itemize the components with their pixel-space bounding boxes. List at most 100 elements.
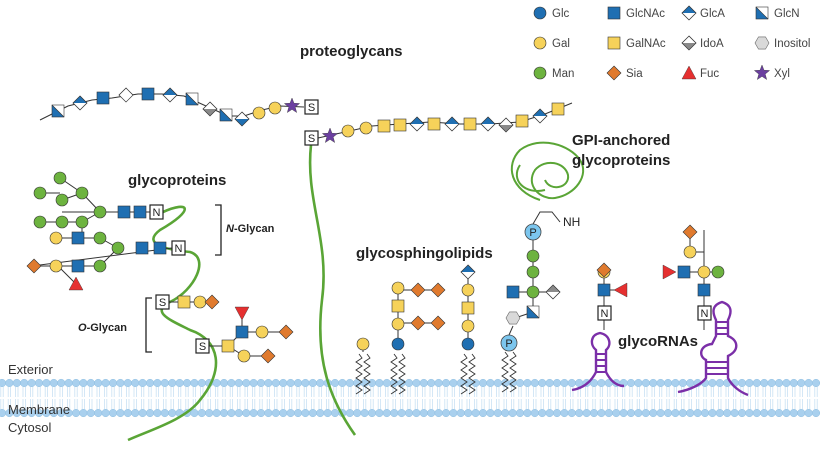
label-glycoproteins: glycoproteins bbox=[128, 172, 226, 189]
lipid-head-inner bbox=[782, 408, 791, 418]
svg-text:N: N bbox=[701, 308, 709, 320]
o-glycan-2-sia bbox=[260, 348, 276, 364]
gag-lower-residue bbox=[393, 118, 407, 132]
lipid-head-outer bbox=[649, 378, 658, 388]
lipid-head-inner bbox=[471, 408, 480, 418]
lipid-head-outer bbox=[345, 378, 354, 388]
lipid-head-inner bbox=[308, 408, 317, 418]
lipid-head-outer bbox=[493, 378, 502, 388]
label-glycosphingolipids: glycosphingolipids bbox=[356, 245, 493, 262]
lipid-head-outer bbox=[427, 378, 436, 388]
label-nh: NH bbox=[563, 215, 580, 229]
legend-man-icon bbox=[533, 66, 547, 80]
legend-label-xyl: Xyl bbox=[774, 68, 790, 80]
o-glycan-1-sia bbox=[204, 294, 220, 310]
lipid-head-outer bbox=[12, 378, 21, 388]
legend: Glc GlcNAc GlcA GlcN Gal GalNAc IdoA Ino… bbox=[552, 8, 810, 80]
lipid-head-outer bbox=[293, 378, 303, 388]
o-glycan-2-galnac bbox=[221, 339, 235, 353]
gsl-3-galnac bbox=[461, 301, 475, 315]
lipid-head-outer bbox=[116, 378, 125, 388]
svg-text:N: N bbox=[175, 243, 183, 255]
lipid-head-outer bbox=[804, 378, 813, 388]
n-glycan-1-glcnac bbox=[117, 205, 131, 219]
legend-label-galnac: GalNAc bbox=[626, 38, 666, 50]
lipid-head-outer bbox=[123, 378, 132, 388]
lipid-head-inner bbox=[271, 408, 280, 418]
lipid-head-inner bbox=[153, 408, 162, 418]
rna-2-gal bbox=[697, 265, 711, 279]
gpi-protein bbox=[510, 141, 585, 201]
gsl-2-sia bbox=[430, 315, 446, 331]
lipid-head-inner bbox=[397, 408, 406, 418]
lipid-head-outer bbox=[71, 378, 81, 388]
lipid-head-outer bbox=[530, 378, 539, 388]
lipid-head-inner bbox=[227, 408, 236, 418]
glycan-residues bbox=[26, 5, 771, 364]
gsl-2-glc bbox=[391, 337, 405, 351]
lipid-head-inner bbox=[108, 408, 118, 418]
lipid-head-inner bbox=[730, 408, 739, 418]
svg-text:S: S bbox=[199, 341, 206, 353]
gag-lower-residue bbox=[359, 121, 373, 135]
o-glycan-2-gal bbox=[237, 349, 251, 363]
lipid-head-inner bbox=[390, 408, 399, 418]
gpi-glcn bbox=[526, 305, 540, 319]
lipid-head-inner bbox=[323, 408, 332, 418]
lipid-head-inner bbox=[530, 408, 539, 418]
label-membrane: Membrane bbox=[8, 402, 70, 417]
gsl-1-gal bbox=[356, 337, 370, 351]
lipid-head-outer bbox=[64, 378, 73, 388]
gag-upper-residue bbox=[118, 87, 134, 103]
lipid-head-inner bbox=[345, 408, 354, 418]
lipid-head-inner bbox=[249, 408, 258, 418]
lipid-head-inner bbox=[797, 408, 806, 418]
legend-label-glcn: GlcN bbox=[774, 8, 800, 20]
legend-fuc-icon bbox=[681, 65, 697, 80]
o-glycan-2-fuc bbox=[234, 306, 250, 321]
gag-lower-residue bbox=[409, 116, 425, 132]
asparagine-box-glycan-2: N bbox=[171, 240, 186, 256]
lipid-head-inner bbox=[0, 408, 7, 418]
lipid-head-inner bbox=[404, 408, 414, 418]
lipid-head-inner bbox=[301, 408, 310, 418]
legend-glcn-icon bbox=[755, 6, 769, 20]
gag-lower-residue bbox=[480, 116, 496, 132]
label-o-glycan: O-Glycan bbox=[78, 322, 127, 334]
lipid-head-outer bbox=[715, 378, 724, 388]
lipid-head-outer bbox=[567, 378, 576, 388]
lipid-head-inner bbox=[649, 408, 658, 418]
lipid-head-outer bbox=[708, 378, 717, 388]
gsl-2-gal bbox=[391, 317, 405, 331]
legend-label-inositol: Inositol bbox=[774, 38, 810, 50]
gsl-2-lipid bbox=[390, 353, 406, 395]
legend-idoa-icon bbox=[681, 35, 697, 51]
lipid-head-inner bbox=[501, 408, 510, 418]
svg-text:P: P bbox=[505, 338, 512, 350]
gpi-man bbox=[526, 285, 540, 299]
rna-2-fuc bbox=[662, 264, 677, 280]
lipid-head-outer bbox=[308, 378, 317, 388]
gsl-3-gal bbox=[461, 319, 475, 333]
lipid-head-inner bbox=[441, 408, 451, 418]
n-glycan-1-man bbox=[55, 193, 69, 207]
gsl-3-gal bbox=[461, 283, 475, 297]
lipid-head-inner bbox=[353, 408, 362, 418]
lipid-head-outer bbox=[656, 378, 665, 388]
legend-label-glc: Glc bbox=[552, 8, 570, 20]
gpi-glcnac bbox=[506, 285, 520, 299]
o-glycan-bracket bbox=[145, 297, 152, 353]
lipid-head-outer bbox=[27, 378, 36, 388]
lipid-head-outer bbox=[108, 378, 118, 388]
lipid-head-outer bbox=[101, 378, 110, 388]
n-glycan-1-man bbox=[33, 186, 47, 200]
gag-lower-residue bbox=[321, 127, 339, 143]
lipid-head-inner bbox=[242, 408, 251, 418]
lipid-head-inner bbox=[293, 408, 303, 418]
lipid-head-inner bbox=[612, 408, 621, 418]
lipid-head-inner bbox=[811, 408, 821, 418]
lipid-head-outer bbox=[767, 378, 776, 388]
lipid-head-outer bbox=[375, 378, 384, 388]
gpi-idoa bbox=[545, 284, 561, 300]
gag-lower-residue bbox=[463, 117, 477, 131]
